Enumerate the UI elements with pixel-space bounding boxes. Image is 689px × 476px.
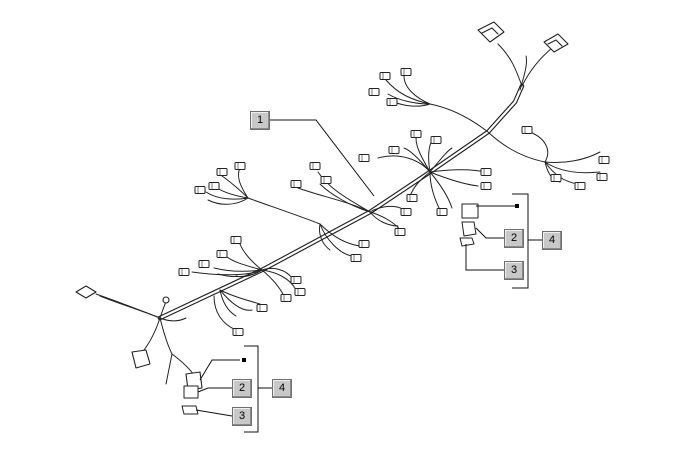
central-lower-cluster	[319, 223, 361, 257]
lower-left-drop	[143, 317, 197, 385]
far-left-branch	[95, 293, 167, 319]
right-branch	[487, 131, 601, 185]
callout-lower-assembly-4: 4	[272, 379, 292, 398]
leader-dots	[242, 204, 519, 362]
lower-left-connectors	[131, 349, 203, 391]
callout-lower-part-2: 2	[232, 379, 252, 398]
bracket-lower	[244, 345, 259, 433]
callout-upper-assembly-4: 4	[542, 231, 562, 250]
leader-lower-3	[195, 409, 233, 417]
leader-upper-2	[475, 227, 504, 239]
upper-part-2-seal	[461, 221, 477, 237]
bracket-upper	[512, 193, 529, 289]
top-branch	[497, 43, 553, 91]
leader-lower-4-top	[199, 359, 240, 381]
leader-lines	[195, 119, 542, 433]
lower-part-2-seal	[183, 385, 199, 399]
leader-item-1	[270, 119, 375, 197]
left-upper-cluster	[205, 167, 321, 225]
leader-lower-2	[197, 387, 232, 393]
callout-upper-part-3: 3	[504, 261, 524, 280]
lower-part-3-clip	[181, 405, 199, 415]
left-upper-cluster-plugs	[194, 162, 246, 194]
central-cluster	[377, 137, 485, 211]
upper-cluster-a-plugs	[368, 68, 412, 106]
leader-upper-3	[465, 244, 504, 271]
callout-upper-part-2: 2	[504, 229, 524, 248]
lower-middle-cluster-plugs	[232, 304, 268, 336]
upper-part-4-housing	[461, 203, 479, 219]
callout-item-1: 1	[250, 111, 270, 130]
upper-part-3-clip	[459, 237, 475, 247]
left-mid-cluster	[191, 243, 297, 297]
upper-cluster-a	[385, 75, 489, 133]
top-right-connector	[543, 33, 569, 53]
upper-exploded-parts	[459, 203, 479, 247]
lower-exploded-parts	[181, 385, 199, 415]
top-left-connector	[477, 21, 505, 43]
left-mid-cluster-plugs	[178, 236, 306, 302]
lower-middle-cluster	[213, 289, 261, 331]
far-left-connector	[75, 285, 170, 304]
callout-lower-part-3: 3	[232, 407, 252, 426]
central-lower-cluster-plugs	[350, 240, 370, 262]
